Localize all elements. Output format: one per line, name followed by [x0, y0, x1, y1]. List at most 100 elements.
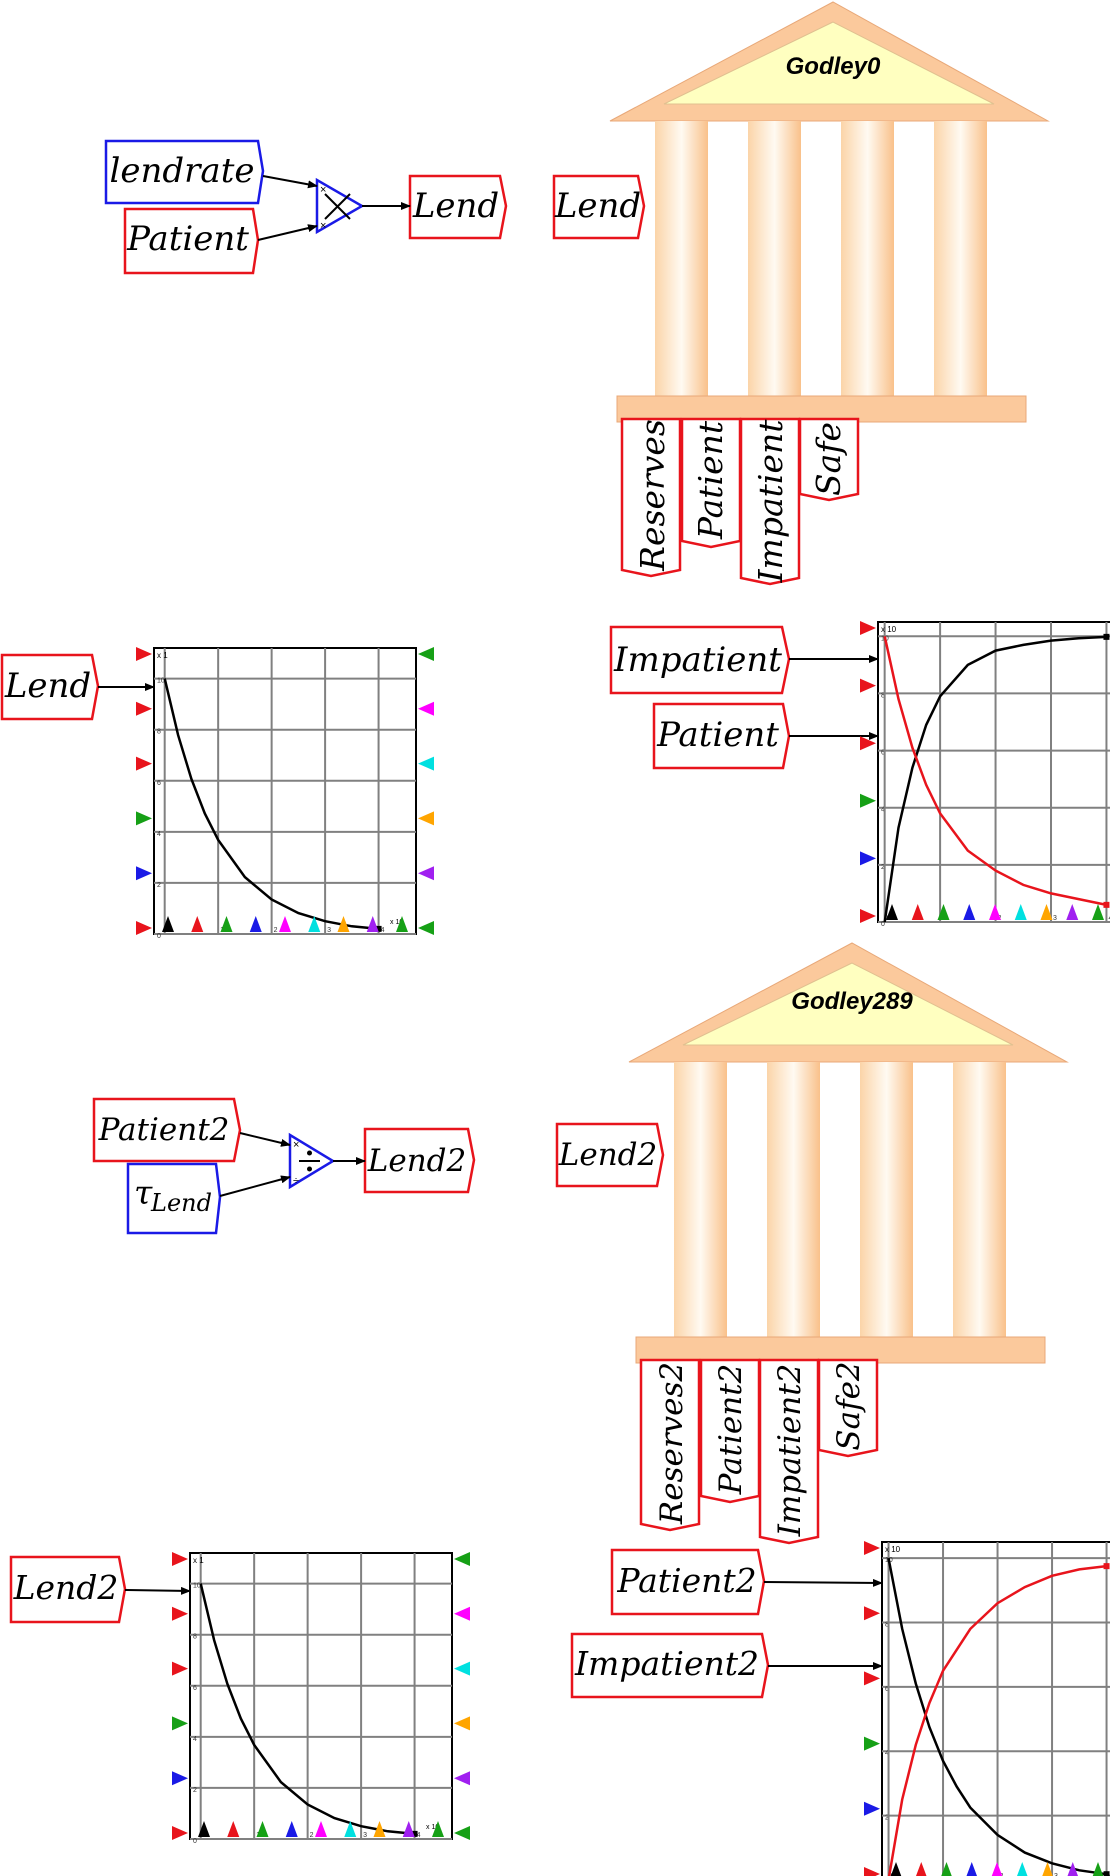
godley0-stock-impatient[interactable]: Impatient [739, 417, 801, 586]
plot-output-port[interactable] [418, 701, 434, 716]
plot-input-port[interactable] [864, 1736, 880, 1751]
plot-bottom-port[interactable] [256, 1821, 269, 1837]
plot-bottom-port[interactable] [1042, 1862, 1054, 1876]
wire-tau-divide[interactable] [219, 1175, 291, 1197]
plot-bottom-port[interactable] [966, 1862, 978, 1876]
plot-output-port[interactable] [454, 1606, 470, 1621]
plot-bottom-port[interactable] [890, 1862, 902, 1876]
godley289-stock-safe2[interactable]: Safe2 [817, 1358, 879, 1458]
plot-output-port[interactable] [454, 1716, 470, 1731]
plot-output-port[interactable] [418, 756, 434, 771]
plot-bottom-port[interactable] [396, 916, 408, 932]
lendrate-parameter[interactable]: lendrate [104, 139, 265, 205]
plot-bottom-port[interactable] [1092, 1862, 1104, 1876]
divide-operator[interactable]: × ÷ [288, 1132, 336, 1190]
plot-input-port[interactable] [864, 1541, 880, 1555]
wire-lendrate-multiply[interactable] [262, 175, 318, 189]
wire-patient2-plot4[interactable] [763, 1578, 883, 1587]
godley289-stock-reserves2[interactable]: Reserves2 [639, 1358, 701, 1532]
plot-widget-lend2[interactable]: 024681001234x 1x 10 [172, 1552, 470, 1845]
lend2-plot-variable[interactable]: Lend2 [9, 1555, 127, 1624]
plot-input-port[interactable] [172, 1771, 188, 1786]
plot-bottom-port[interactable] [315, 1821, 327, 1837]
plot-input-port[interactable] [864, 1867, 880, 1876]
plot-input-port[interactable] [860, 621, 876, 635]
plot-bottom-port[interactable] [227, 1821, 240, 1837]
impatient-plot-variable[interactable]: Impatient [609, 625, 791, 695]
godley0-table[interactable]: Godley0 [609, 1, 1050, 423]
plot-output-port[interactable] [418, 921, 434, 935]
plot-bottom-port[interactable] [432, 1821, 444, 1837]
plot-bottom-port[interactable] [308, 916, 321, 932]
plot-bottom-port[interactable] [937, 904, 950, 920]
tau-lend-parameter[interactable]: τ Lend [126, 1162, 222, 1235]
plot-bottom-port[interactable] [220, 916, 233, 932]
plot-input-port[interactable] [864, 1606, 880, 1621]
plot-input-port[interactable] [136, 921, 152, 935]
plot-bottom-port[interactable] [249, 916, 262, 932]
plot-bottom-port[interactable] [989, 904, 1001, 920]
plot-bottom-port[interactable] [991, 1862, 1003, 1876]
plot-input-port[interactable] [136, 756, 152, 771]
godley0-stock-safe[interactable]: Safe [798, 417, 860, 502]
plot-bottom-port[interactable] [198, 1821, 210, 1837]
plot-bottom-port[interactable] [911, 904, 924, 920]
plot-input-port[interactable] [864, 1671, 880, 1686]
plot-input-port[interactable] [136, 811, 152, 826]
plot-bottom-port[interactable] [915, 1862, 927, 1876]
patient2-variable[interactable]: Patient2 [92, 1097, 242, 1163]
plot-input-port[interactable] [864, 1801, 880, 1816]
multiply-operator[interactable]: × × [315, 177, 365, 235]
wire-lend2-plot3[interactable] [124, 1586, 191, 1595]
plot-widget-patient-impatient[interactable]: 024681001234x 10 [860, 621, 1110, 928]
plot-bottom-port[interactable] [1067, 1862, 1079, 1876]
plot-bottom-port[interactable] [191, 916, 204, 932]
plot-input-port[interactable] [172, 1826, 188, 1840]
plot-input-port[interactable] [172, 1661, 188, 1676]
plot-bottom-port[interactable] [279, 916, 291, 932]
plot-input-port[interactable] [860, 851, 876, 866]
plot-input-port[interactable] [172, 1552, 188, 1566]
plot-output-port[interactable] [454, 1552, 470, 1566]
lend-godley-variable[interactable]: Lend [552, 174, 646, 240]
plot-output-port[interactable] [454, 1826, 470, 1840]
plot-input-port[interactable] [172, 1716, 188, 1731]
plot-bottom-port[interactable] [344, 1821, 357, 1837]
plot-output-port[interactable] [454, 1771, 470, 1786]
lend2-variable[interactable]: Lend2 [363, 1127, 476, 1194]
lend-variable[interactable]: Lend [408, 174, 508, 240]
plot-input-port[interactable] [860, 678, 876, 693]
plot-bottom-port[interactable] [1092, 904, 1104, 920]
patient-plot-variable[interactable]: Patient [652, 702, 791, 770]
plot-input-port[interactable] [136, 701, 152, 716]
wire-patient-multiply[interactable] [257, 224, 318, 241]
plot-bottom-port[interactable] [285, 1821, 298, 1837]
plot-bottom-port[interactable] [1014, 904, 1027, 920]
plot-output-port[interactable] [418, 866, 434, 881]
plot-input-port[interactable] [860, 793, 876, 808]
plot-input-port[interactable] [136, 647, 152, 661]
wire-patient2-divide[interactable] [239, 1132, 291, 1147]
plot-bottom-port[interactable] [1066, 904, 1079, 920]
plot-bottom-port[interactable] [337, 916, 350, 932]
plot-bottom-port[interactable] [402, 1821, 415, 1837]
plot-input-port[interactable] [172, 1606, 188, 1621]
plot-bottom-port[interactable] [941, 1862, 953, 1876]
plot-widget-lend[interactable]: 024681001234x 1x 10 [136, 647, 434, 940]
plot-bottom-port[interactable] [1040, 904, 1053, 920]
godley289-stock-patient2[interactable]: Patient2 [699, 1358, 761, 1504]
plot-input-port[interactable] [860, 736, 876, 751]
plot-bottom-port[interactable] [373, 1821, 386, 1837]
plot-input-port[interactable] [860, 909, 876, 923]
godley0-stock-reserves[interactable]: Reserves [620, 417, 682, 578]
lend-plot-variable[interactable]: Lend [0, 653, 100, 721]
plot-bottom-port[interactable] [1016, 1862, 1028, 1876]
plot-bottom-port[interactable] [886, 904, 898, 920]
patient2-plot-variable[interactable]: Patient2 [610, 1548, 766, 1616]
plot-bottom-port[interactable] [162, 916, 174, 932]
plot-output-port[interactable] [454, 1661, 470, 1676]
impatient2-plot-variable[interactable]: Impatient2 [570, 1632, 770, 1699]
godley0-stock-patient[interactable]: Patient [680, 417, 742, 549]
godley289-table[interactable]: Godley289 [628, 942, 1069, 1364]
